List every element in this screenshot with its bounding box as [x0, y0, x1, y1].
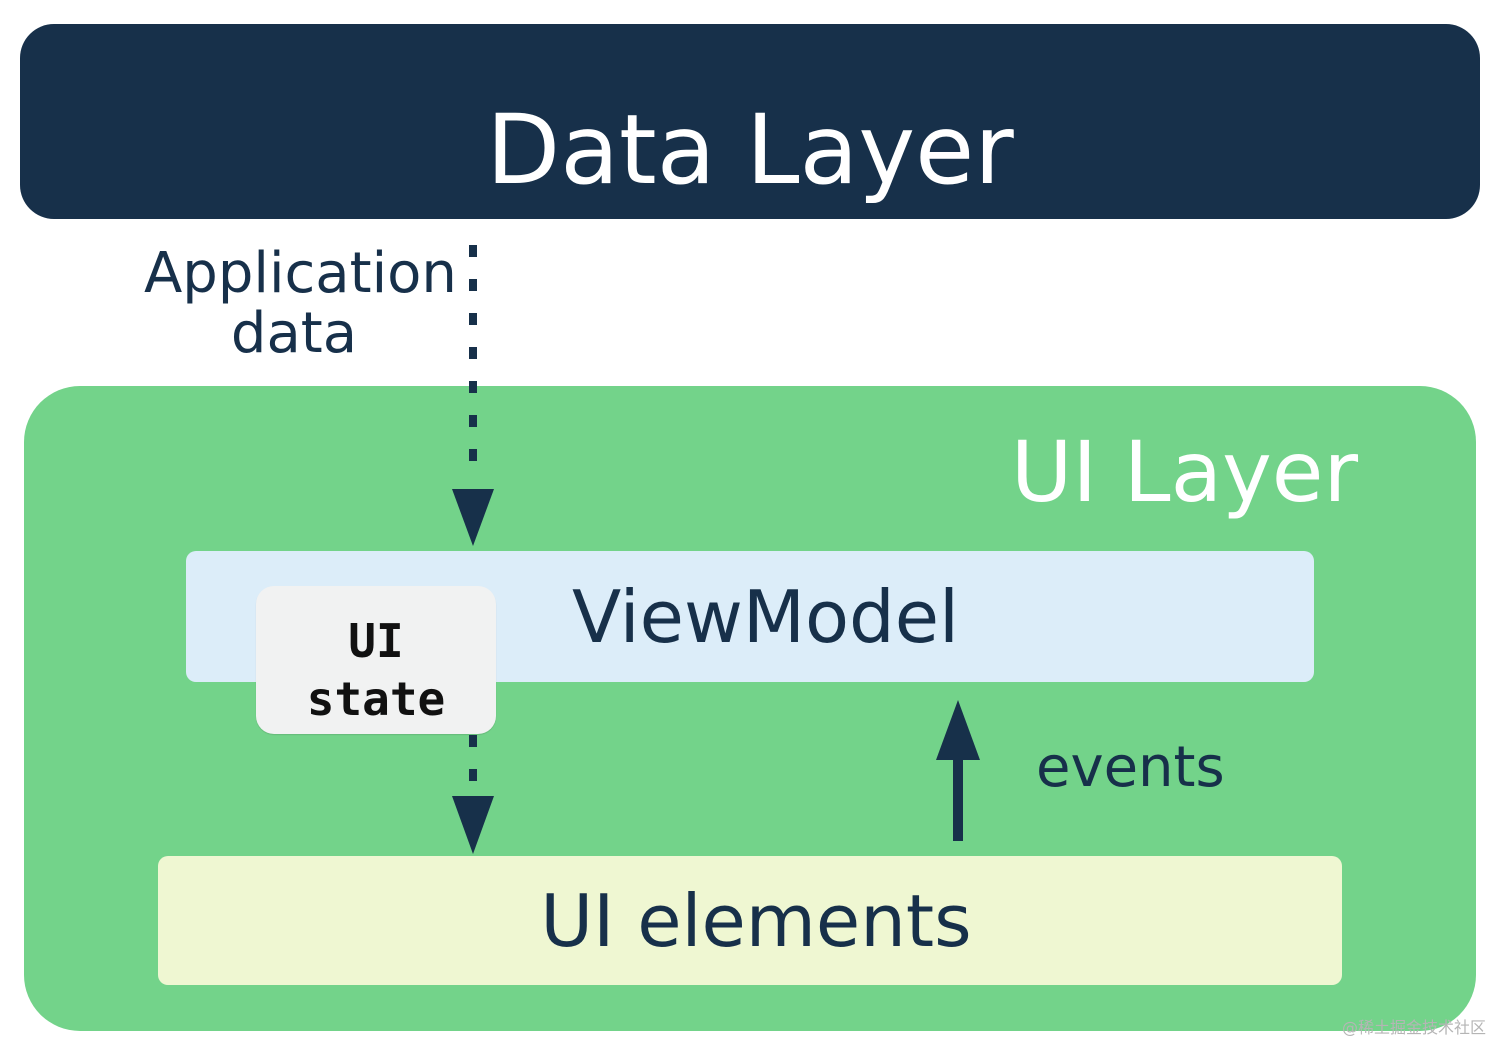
- ui-layer-title: UI Layer: [1010, 423, 1358, 521]
- data-layer-title: Data Layer: [486, 94, 1014, 206]
- ui-state-label: UI state: [256, 612, 496, 728]
- viewmodel-label: ViewModel: [572, 575, 960, 659]
- ui-state-label-line2: state: [306, 672, 446, 726]
- ui-state-label-line1: UI: [348, 614, 404, 668]
- events-label: events: [1036, 735, 1225, 800]
- ui-elements-box: [158, 856, 1342, 985]
- application-data-label-line2: data: [230, 301, 358, 366]
- data-layer-box: Data Layer: [20, 24, 1480, 219]
- application-data-label: Application data: [144, 241, 457, 366]
- watermark: @稀土掘金技术社区: [1341, 1018, 1486, 1037]
- application-data-label-line1: Application: [144, 241, 457, 306]
- ui-elements-label: UI elements: [540, 879, 972, 963]
- ui-state-box: UI state: [256, 586, 496, 734]
